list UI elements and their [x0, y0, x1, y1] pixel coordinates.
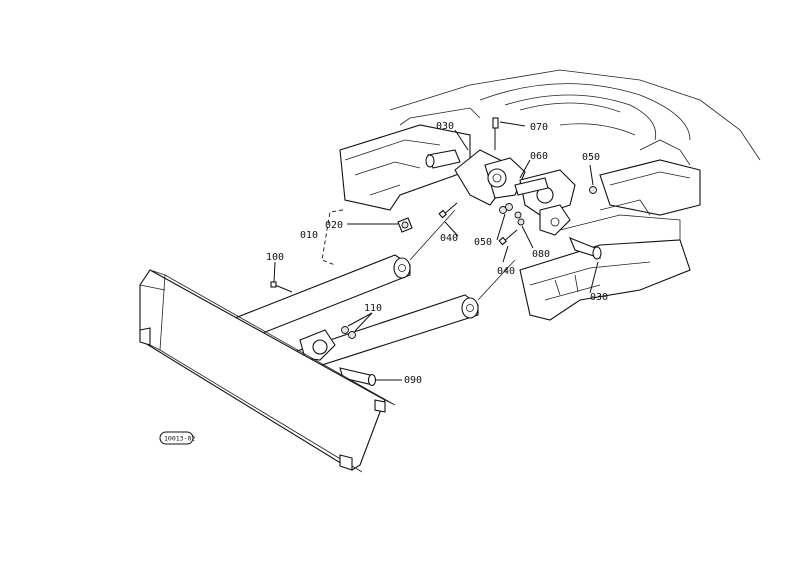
bolt-040-left	[438, 202, 458, 219]
label-070: 070	[530, 122, 548, 133]
leader-lines	[273, 121, 599, 381]
label-060: 060	[530, 151, 548, 162]
label-010: 010	[300, 230, 318, 241]
nut-110	[341, 326, 356, 339]
mounting-bracket	[454, 149, 576, 236]
dozer-blade	[139, 269, 396, 473]
drawing-code-badge: 10013-02	[159, 431, 195, 445]
label-090: 090	[404, 375, 422, 386]
nut-050-right	[589, 186, 597, 194]
label-030-upper: 030	[436, 121, 454, 132]
label-110: 110	[364, 303, 382, 314]
pin-060	[514, 177, 549, 196]
grease-fitting-070	[492, 117, 499, 150]
nut-050-left	[499, 203, 513, 214]
label-020: 020	[325, 220, 343, 231]
label-040-left: 040	[440, 233, 458, 244]
pin-030-lower	[568, 237, 602, 260]
label-050-left: 050	[474, 237, 492, 248]
label-040-right: 040	[497, 266, 515, 277]
washer-080	[514, 211, 525, 226]
label-030-lower: 030	[590, 292, 608, 303]
label-050-right: 050	[582, 152, 600, 163]
label-100: 100	[266, 252, 284, 263]
label-080: 080	[532, 249, 550, 260]
pin-020	[397, 217, 413, 233]
bolt-100	[270, 281, 293, 293]
bolt-040-right	[498, 229, 518, 246]
machine-body	[339, 69, 761, 321]
drawing-code-text: 10013-02	[164, 435, 195, 443]
pin-030-upper	[425, 149, 461, 169]
